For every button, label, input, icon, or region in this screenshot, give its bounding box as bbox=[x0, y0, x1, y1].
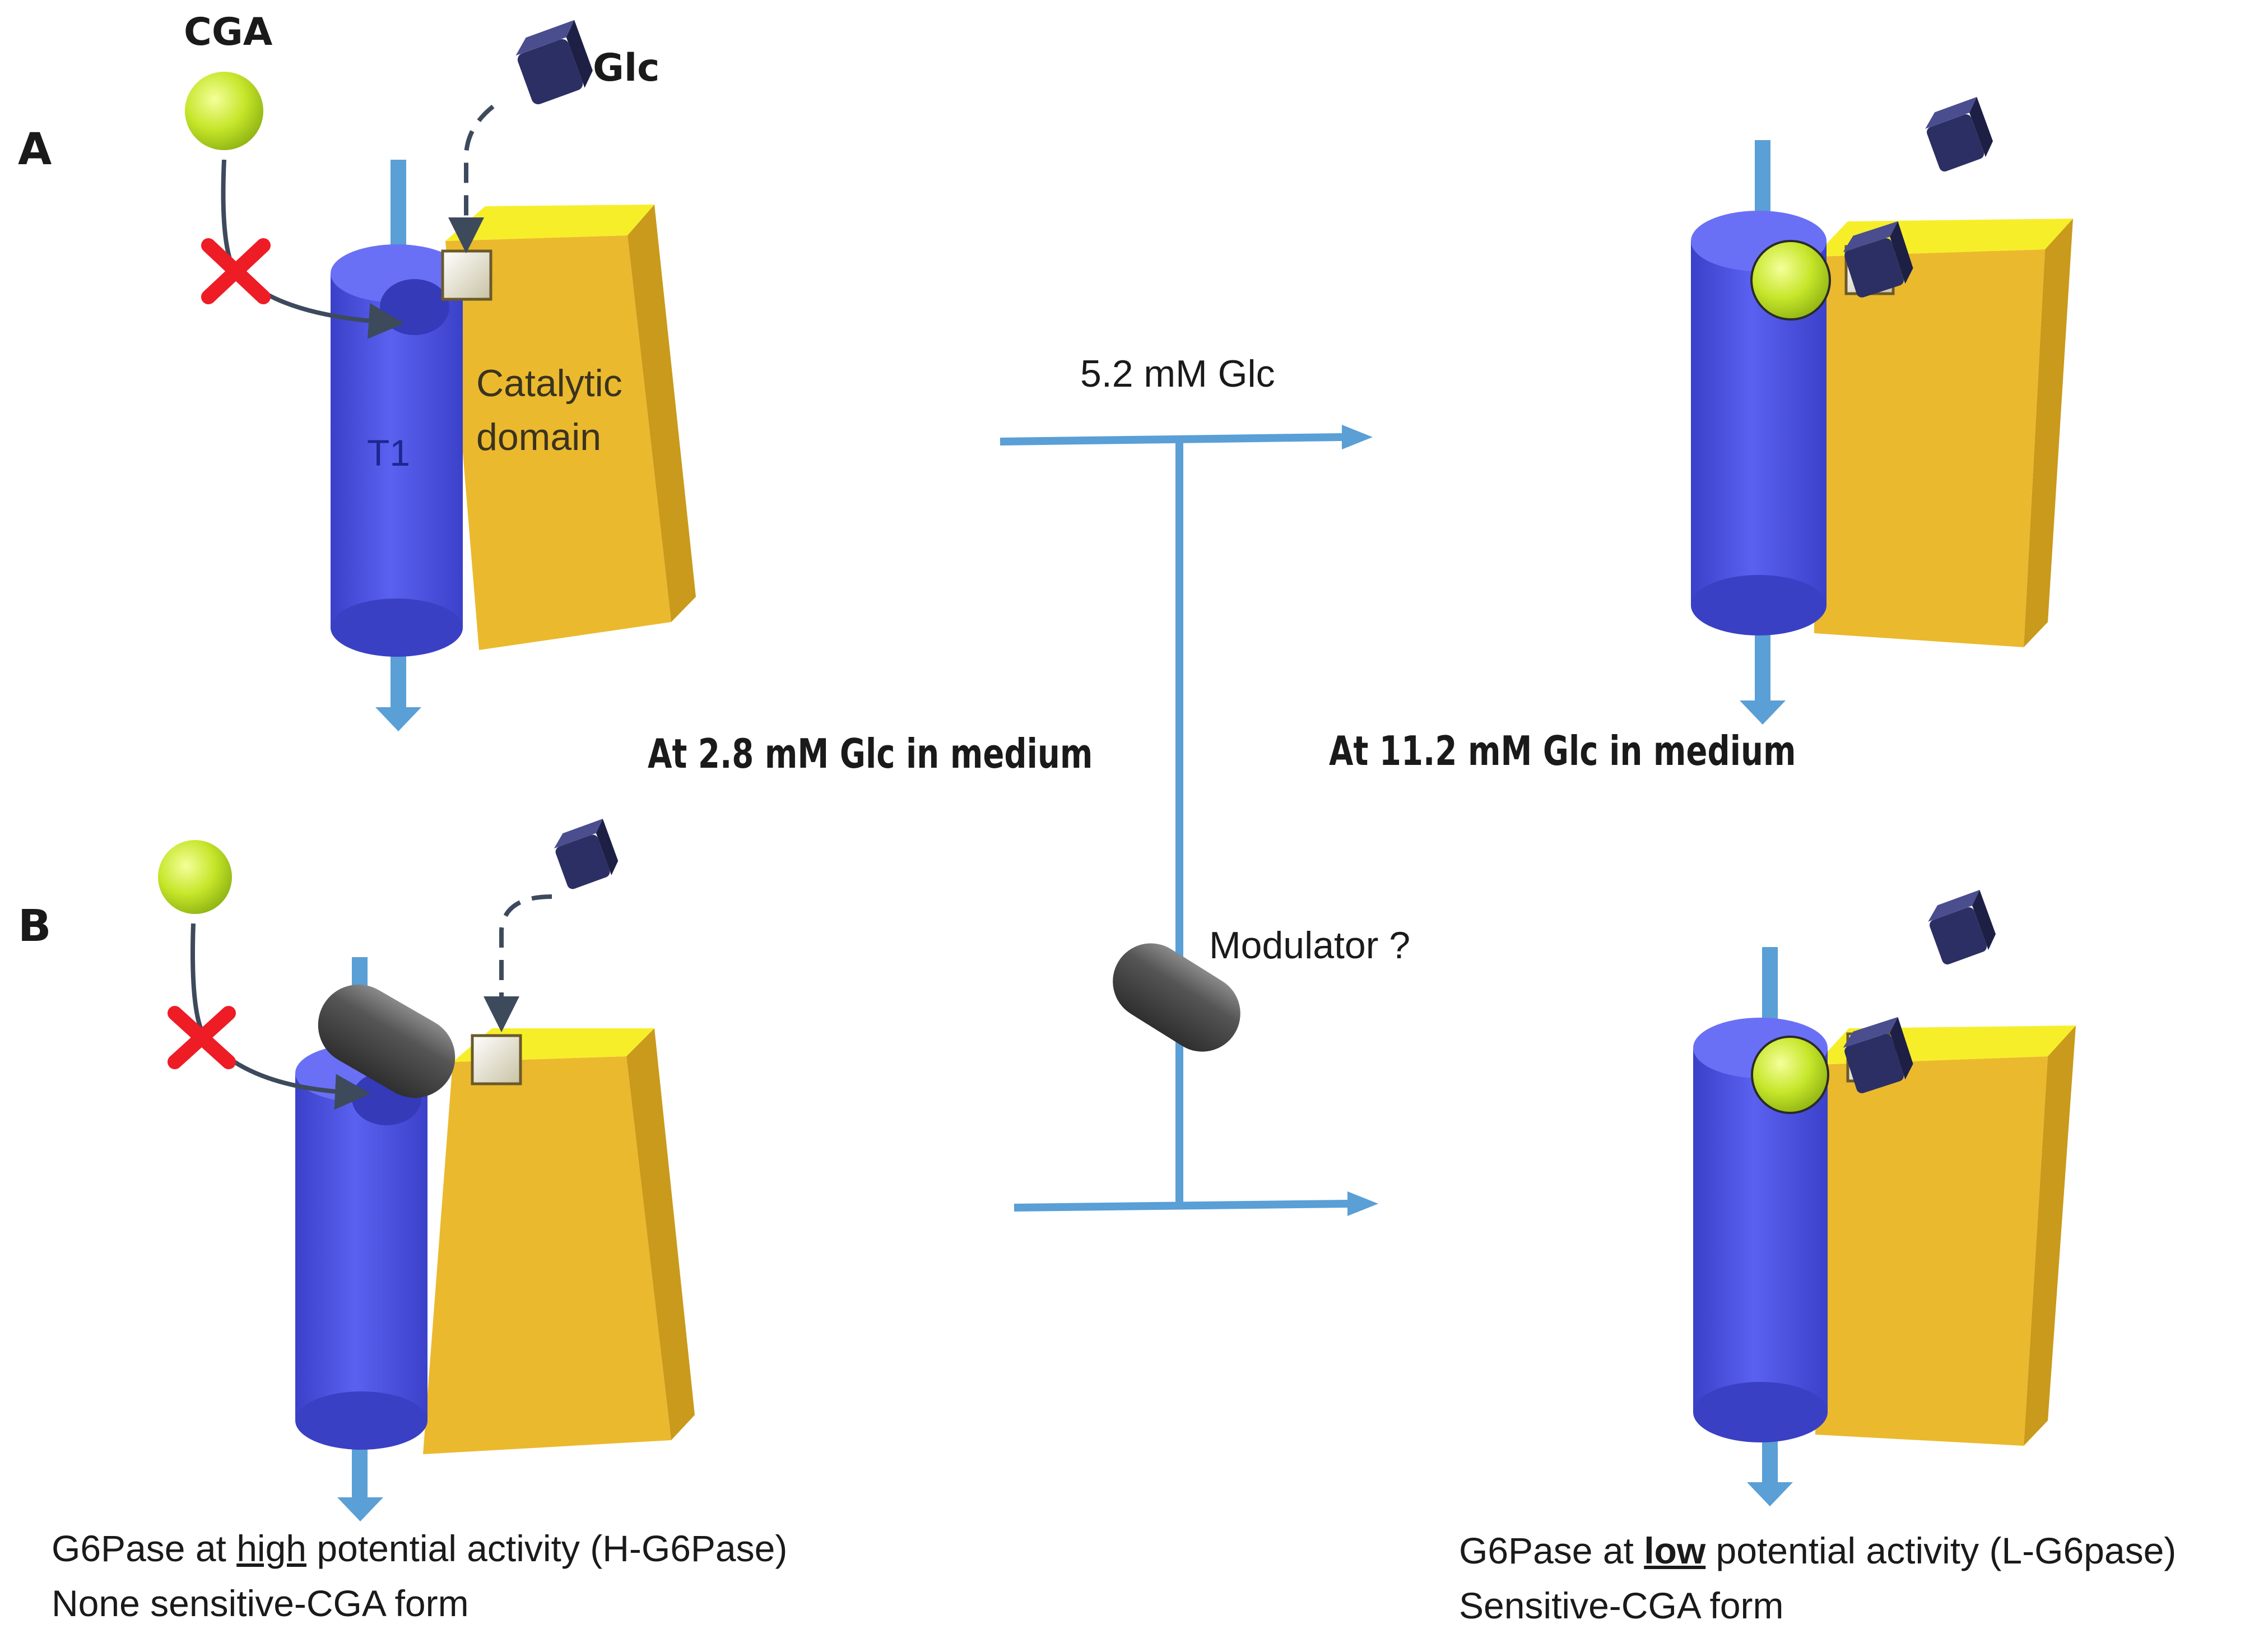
transition-arrow-top bbox=[1000, 433, 1342, 446]
transition-arrows bbox=[1000, 425, 1378, 1216]
glucose-cube-bound-icon bbox=[1843, 1017, 1913, 1093]
caption-right: G6Pase at low potential activity (L-G6pa… bbox=[1459, 1523, 2176, 1633]
caption-right-line2: Sensitive-CGA form bbox=[1459, 1585, 1784, 1626]
t1-binding-site bbox=[380, 279, 449, 335]
glc-label: Glc bbox=[593, 46, 660, 90]
low-glc-condition-label: At 2.8 mM Glc in medium bbox=[648, 730, 1093, 777]
panel-label-b: B bbox=[18, 901, 52, 952]
pore-square-icon bbox=[471, 1034, 522, 1085]
inhibition-x-icon bbox=[168, 1006, 236, 1069]
glucose-path-arrow bbox=[484, 894, 552, 1032]
catalytic-domain-block bbox=[445, 205, 696, 650]
caption-left: G6Pase at high potential activity (H-G6P… bbox=[52, 1521, 787, 1631]
exit-arrowhead-icon bbox=[1740, 700, 1786, 725]
glucose-path-arrow bbox=[448, 104, 495, 253]
enzyme-b-bound bbox=[1693, 889, 2076, 1506]
enzyme-a-unbound bbox=[185, 20, 696, 731]
cga-ball-icon bbox=[158, 840, 232, 914]
catalytic-domain-block bbox=[423, 1028, 695, 1454]
exit-arrowhead-icon bbox=[337, 1497, 383, 1521]
glucose-cube-icon bbox=[554, 819, 619, 889]
caption-left-line2: None sensitive-CGA form bbox=[52, 1583, 469, 1624]
enzyme-a-bound bbox=[1691, 96, 2073, 725]
pore-square-icon bbox=[441, 249, 492, 301]
cga-label: CGA bbox=[184, 10, 273, 54]
inhibition-x-icon bbox=[201, 238, 271, 304]
high-glc-condition-label: At 11.2 mM Glc in medium bbox=[1329, 727, 1796, 774]
modulator-capsule-bound bbox=[318, 985, 456, 1098]
enzyme-b-modulated bbox=[158, 819, 695, 1521]
modulator-capsule-free bbox=[1113, 943, 1240, 1052]
catalytic-domain-label: Catalytic domain bbox=[476, 362, 622, 458]
transition-arrow-bottom bbox=[1014, 1200, 1348, 1212]
t1-label: T1 bbox=[367, 432, 411, 474]
transition-glc-label: 5.2 mM Glc bbox=[1080, 352, 1275, 395]
cga-ball-icon bbox=[185, 72, 263, 150]
glucose-cube-bound-icon bbox=[1843, 221, 1913, 298]
caption-left-line1: G6Pase at high potential activity (H-G6P… bbox=[52, 1528, 788, 1569]
caption-right-line1: G6Pase at low potential activity (L-G6pa… bbox=[1459, 1530, 2177, 1571]
panel-label-a: A bbox=[18, 124, 52, 175]
exit-arrowhead-icon bbox=[1747, 1482, 1793, 1506]
glucose-cube-free-icon bbox=[1928, 889, 1996, 965]
glucose-cube-icon bbox=[515, 20, 593, 105]
catalytic-domain-block bbox=[1815, 1026, 2076, 1446]
cga-ball-bound-icon bbox=[1750, 240, 1831, 321]
cga-ball-bound-icon bbox=[1751, 1036, 1829, 1114]
t1-transporter-cylinder bbox=[295, 1044, 427, 1450]
modulator-label: Modulator ? bbox=[1209, 924, 1411, 967]
exit-arrowhead-icon bbox=[375, 707, 421, 731]
glucose-cube-free-icon bbox=[1925, 96, 1993, 172]
